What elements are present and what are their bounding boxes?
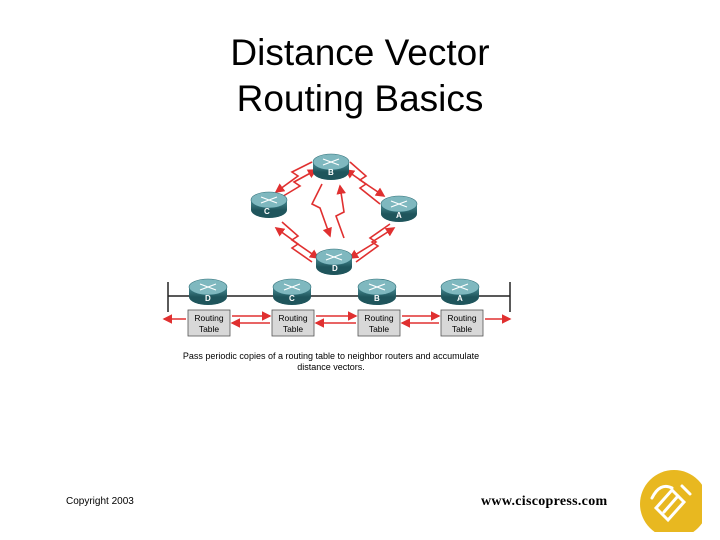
chain-router-d-label: D — [205, 294, 211, 303]
link-b-a-1 — [349, 161, 386, 197]
router-a-label: A — [396, 211, 402, 220]
title-line-1: Distance Vector — [230, 32, 490, 73]
link-b-c-2 — [279, 169, 318, 199]
router-c: C — [250, 191, 288, 218]
router-b: B — [312, 153, 350, 180]
router-c-label: C — [264, 207, 270, 216]
link-b-d-1 — [310, 183, 332, 238]
routing-table-a-line2: Table — [452, 324, 473, 334]
link-b-d-2 — [335, 184, 346, 239]
copyright-text: Copyright 2003 — [66, 496, 134, 507]
website-url: www.ciscopress.com — [481, 494, 608, 509]
link-a-d-1 — [348, 223, 391, 259]
routing-table-c-line2: Table — [283, 324, 304, 334]
diagram-caption: Pass periodic copies of a routing table … — [172, 351, 490, 373]
routing-table-b: Routing Table — [357, 309, 401, 337]
table-exchange-arrows — [162, 311, 512, 328]
router-b-label: B — [328, 168, 334, 177]
chain-router-b: B — [357, 278, 397, 305]
title-line-2: Routing Basics — [236, 78, 484, 119]
chain-router-c: C — [272, 278, 312, 305]
link-c-d-2 — [274, 227, 313, 263]
chain-router-c-label: C — [289, 294, 295, 303]
routing-table-a-line1: Routing — [447, 313, 477, 323]
router-d: D — [315, 248, 353, 275]
link-b-a-2 — [344, 169, 381, 205]
router-d-label: D — [332, 264, 338, 273]
caption-line-2: distance vectors. — [297, 362, 365, 372]
link-b-c-1 — [274, 161, 313, 193]
caption-line-1: Pass periodic copies of a routing table … — [182, 351, 480, 361]
chain-router-a-label: A — [457, 294, 463, 303]
routing-table-b-line2: Table — [369, 324, 390, 334]
slide-title: Distance Vector Routing Basics — [0, 30, 720, 122]
link-c-d-1 — [281, 221, 320, 259]
router-a: A — [380, 195, 418, 222]
routing-table-b-line1: Routing — [364, 313, 394, 323]
chain-router-b-label: B — [374, 294, 380, 303]
chain-network: D C B A Routing Table — [162, 278, 512, 337]
routing-table-d: Routing Table — [187, 309, 231, 337]
routing-table-c: Routing Table — [271, 309, 315, 337]
cisco-press-logo-icon — [640, 470, 702, 532]
link-a-d-2 — [355, 227, 396, 263]
routing-table-a: Routing Table — [440, 309, 484, 337]
top-links — [274, 161, 396, 263]
routing-table-d-line1: Routing — [194, 313, 224, 323]
routing-table-c-line1: Routing — [278, 313, 308, 323]
routing-table-d-line2: Table — [199, 324, 220, 334]
chain-router-d: D — [188, 278, 228, 305]
chain-router-a: A — [440, 278, 480, 305]
